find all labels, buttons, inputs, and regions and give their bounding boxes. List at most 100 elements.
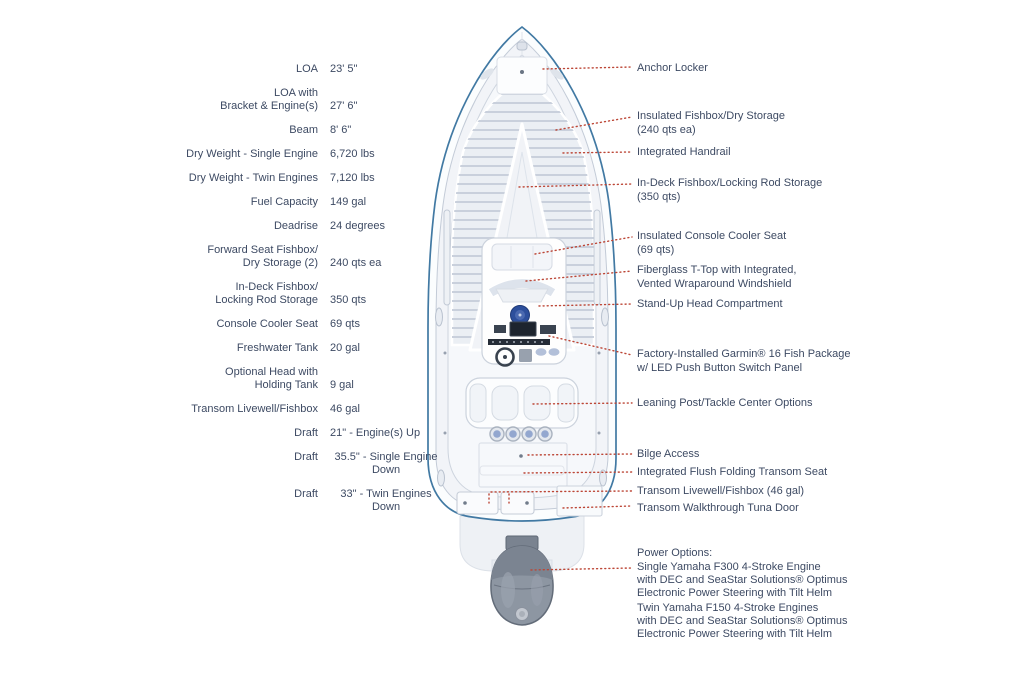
spec-row: Draft 33" - Twin Engines Down xyxy=(108,488,448,514)
power-option-single-engine: Single Yamaha F300 4-Stroke Engine with … xyxy=(637,561,848,599)
leader-console-cooler-seat xyxy=(534,236,633,255)
spec-label: Forward Seat Fishbox/ Dry Storage (2) xyxy=(207,244,318,269)
spec-label: LOA xyxy=(295,63,318,75)
transom-hatch-left xyxy=(456,491,499,515)
spec-label: Transom Livewell/Fishbox xyxy=(191,403,318,415)
rod-holders xyxy=(489,426,553,442)
leader-insulated-fishbox xyxy=(555,116,633,131)
callout-label: Fiberglass T-Top with Integrated, Vented… xyxy=(637,264,797,290)
spec-row: Beam 8' 6" xyxy=(108,124,448,137)
tuna-door xyxy=(556,485,603,517)
leader-head-compartment xyxy=(538,303,633,307)
power-option-twin-engines: Twin Yamaha F150 4-Stroke Engines with D… xyxy=(637,602,848,640)
console-dash xyxy=(495,288,549,303)
spec-value: 21" - Engine(s) Up xyxy=(330,427,421,439)
cleat-right xyxy=(601,307,609,327)
spec-row: Forward Seat Fishbox/ Dry Storage (2) 240… xyxy=(108,244,448,270)
transom-seat xyxy=(479,465,565,476)
spec-label: Draft xyxy=(294,451,318,463)
side-rod-slot-right xyxy=(593,209,601,306)
spec-label: Deadrise xyxy=(273,220,318,232)
cleat-stern-left xyxy=(437,469,445,487)
callout-label: Anchor Locker xyxy=(637,62,708,74)
callout-label: Bilge Access xyxy=(637,448,700,460)
helm-screen xyxy=(509,321,537,337)
spec-value: 27' 6" xyxy=(330,100,358,112)
callout-label: Integrated Flush Folding Transom Seat xyxy=(637,466,828,478)
callout-label: Insulated Console Cooler Seat (69 qts) xyxy=(637,230,787,256)
leader-tuna-door xyxy=(562,505,633,509)
power-options-title: Power Options: xyxy=(637,547,713,559)
anchor-locker-latch xyxy=(520,70,524,74)
spec-label: LOA with Bracket & Engine(s) xyxy=(220,87,318,112)
spec-row: Dry Weight - Single Engine 6,720 lbs xyxy=(108,148,448,161)
spec-value: 20 gal xyxy=(330,342,360,354)
leader-bilge-access xyxy=(527,453,633,456)
transom-hatch-right xyxy=(500,491,535,515)
seat-back-left xyxy=(491,385,519,421)
spec-value: 6,720 lbs xyxy=(330,148,375,160)
cleat-left xyxy=(435,307,443,327)
spec-row: Deadrise 24 degrees xyxy=(108,220,448,233)
bilge-access-latch xyxy=(519,454,523,458)
spec-row: Draft 21" - Engine(s) Up xyxy=(108,427,448,440)
callout-label: In-Deck Fishbox/Locking Rod Storage (350… xyxy=(637,177,823,203)
leaning-post xyxy=(465,377,579,442)
spec-label: Console Cooler Seat xyxy=(216,318,318,330)
callout-label: Leaning Post/Tackle Center Options xyxy=(637,397,813,409)
helm-cushion-right xyxy=(548,348,560,356)
spec-value: 149 gal xyxy=(330,196,367,208)
callout-label: Transom Walkthrough Tuna Door xyxy=(637,502,799,514)
console-cooler-seat xyxy=(491,243,553,271)
spec-row: In-Deck Fishbox/ Locking Rod Storage 350 … xyxy=(108,281,448,307)
leader-anchor-locker xyxy=(542,66,633,70)
center-console xyxy=(481,237,567,367)
led-switch-strip xyxy=(488,339,550,345)
callout-label: Factory-Installed Garmin® 16 Fish Packag… xyxy=(637,348,851,374)
seat-back-right xyxy=(523,385,551,421)
leader-integrated-handrail xyxy=(562,151,633,154)
callout-label: Integrated Handrail xyxy=(637,146,731,158)
spec-label: Dry Weight - Twin Engines xyxy=(188,172,318,184)
spec-value: 24 degrees xyxy=(330,220,386,232)
spec-value: 8' 6" xyxy=(330,124,352,136)
anchor-locker xyxy=(496,56,548,95)
side-rod-slot-left xyxy=(443,209,451,306)
outboard-engine xyxy=(490,535,554,626)
spec-row: Console Cooler Seat 69 qts xyxy=(108,318,448,331)
helm-cushion-left xyxy=(535,348,547,356)
leader-leaning-post xyxy=(532,402,633,405)
foredeck-vent-left xyxy=(480,68,494,80)
gunwale-details xyxy=(435,209,609,487)
callout-label: Stand-Up Head Compartment xyxy=(637,298,783,310)
switch-panel-right xyxy=(540,325,556,334)
foredeck-vent-right xyxy=(550,68,564,80)
bow-cleat xyxy=(516,41,528,51)
engine-cowl-top xyxy=(491,546,553,580)
spec-label: Draft xyxy=(294,488,318,500)
spec-label: Freshwater Tank xyxy=(236,342,318,354)
spec-value: 9 gal xyxy=(330,379,354,391)
leader-power-engine xyxy=(530,567,633,571)
spec-label: Dry Weight - Single Engine xyxy=(186,148,318,160)
spec-label: Draft xyxy=(294,427,318,439)
cleat-stern-right xyxy=(599,469,607,487)
leader-lines xyxy=(488,66,633,571)
spec-label: Beam xyxy=(289,124,318,136)
spec-value: 350 qts xyxy=(330,294,367,306)
spec-value: 69 qts xyxy=(330,318,360,330)
callout-label: Transom Livewell/Fishbox (46 gal) xyxy=(637,485,805,497)
spec-value: 33" - Twin Engines Down xyxy=(340,488,432,513)
spec-label: In-Deck Fishbox/ Locking Rod Storage xyxy=(215,281,318,306)
spec-row: LOA with Bracket & Engine(s) 27' 6" xyxy=(108,87,448,113)
steering-wheel xyxy=(495,347,515,367)
spec-value: 240 qts ea xyxy=(330,257,382,269)
leader-transom-livewell xyxy=(490,490,633,493)
